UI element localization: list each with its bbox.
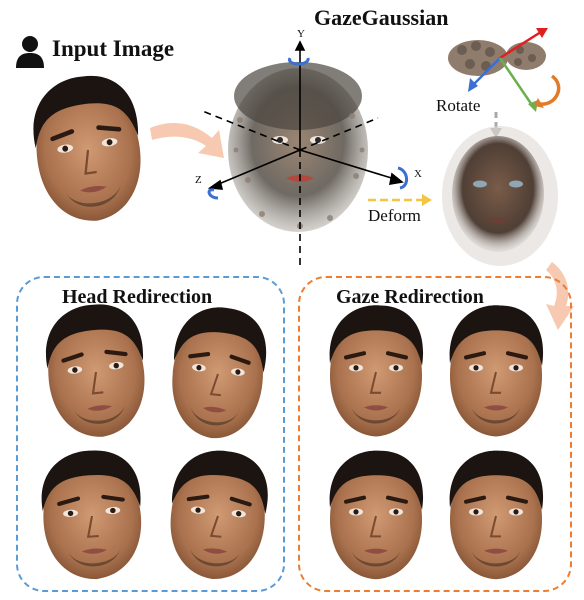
- head-redirection-title: Head Redirection: [62, 286, 212, 309]
- input-image-label: Input Image: [52, 36, 174, 62]
- axis-x-label: X: [414, 168, 422, 180]
- rotate-gaussian-cluster: [448, 40, 546, 76]
- deform-arrow: [368, 194, 432, 206]
- input-face-image: [27, 69, 150, 228]
- rotate-label: Rotate: [436, 96, 480, 116]
- axis-y-label: Y: [297, 28, 305, 40]
- gaussian-point-cloud: [228, 62, 368, 232]
- input-to-model-arrow: [150, 123, 224, 158]
- deform-label: Deform: [368, 206, 421, 226]
- gaze-redirection-panel: [298, 276, 572, 592]
- gaze-redirection-title: Gaze Redirection: [336, 286, 484, 309]
- head-redirection-panel: [16, 276, 285, 592]
- rendered-face: [442, 126, 558, 266]
- model-title: GazeGaussian: [314, 5, 448, 31]
- axis-z-label: Z: [195, 174, 202, 186]
- person-icon: [14, 34, 46, 68]
